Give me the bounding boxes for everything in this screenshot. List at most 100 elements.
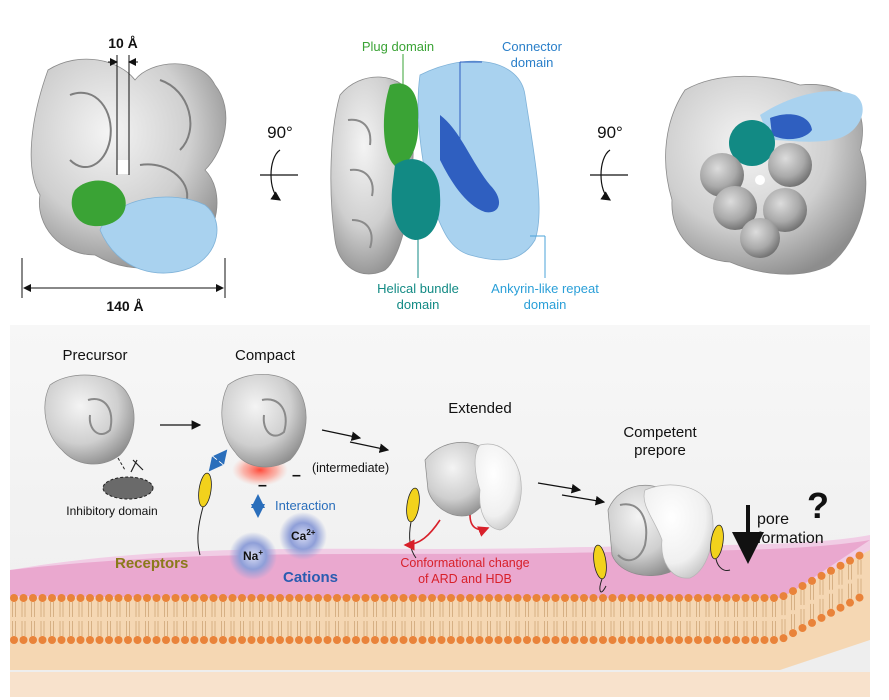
lipid-head	[29, 594, 37, 602]
lipid-head	[114, 594, 123, 602]
lipid-head	[276, 636, 284, 644]
lipid-head	[114, 636, 123, 644]
lipid-tail	[59, 602, 64, 636]
lipid-tail	[354, 602, 358, 636]
lipid-head	[741, 636, 750, 644]
lipid-tail	[335, 602, 339, 636]
lipid-head	[171, 636, 180, 644]
lipid-head	[447, 636, 455, 644]
lipid-head	[266, 636, 275, 644]
rotation-right-label: 90°	[597, 123, 623, 142]
lipid-tail	[430, 602, 434, 636]
lipid-head	[608, 594, 617, 602]
lipid-head	[380, 636, 389, 644]
lipid-tail	[544, 602, 548, 636]
question-mark: ?	[807, 485, 829, 526]
lipid-head	[143, 636, 151, 644]
lipid-head	[124, 636, 132, 644]
lipid-head	[10, 636, 18, 644]
lipid-head	[105, 636, 113, 644]
competent-label-1: Competent	[623, 424, 697, 441]
lipid-tail	[848, 564, 852, 599]
lipid-head	[656, 636, 664, 644]
lipid-tail	[525, 602, 529, 636]
connector-domain-label-2: domain	[511, 55, 554, 70]
lipid-head	[390, 594, 398, 602]
structure-side-view: Plug domain Connector domain Helical bun…	[330, 39, 599, 312]
structure-bottom-view	[665, 75, 867, 275]
lipid-head	[352, 636, 360, 644]
lipid-head	[485, 636, 493, 644]
lipid-tail	[363, 602, 368, 636]
lipid-tail	[259, 602, 263, 636]
lipid-head	[466, 636, 474, 644]
dim-gap-label: 10 Å	[108, 35, 138, 51]
extended-label: Extended	[448, 400, 511, 417]
lipid-head	[19, 636, 28, 644]
lipid-head	[57, 594, 66, 602]
lipid-head	[751, 594, 759, 602]
lipid-head	[295, 636, 303, 644]
lipid-tail	[458, 602, 463, 636]
lipid-head	[133, 594, 142, 602]
lipid-tail	[392, 602, 396, 636]
lipid-head	[646, 636, 655, 644]
lipid-head	[38, 636, 47, 644]
lipid-tail	[278, 602, 282, 636]
lipid-head	[551, 636, 560, 644]
arrow-compact-extended: (intermediate)	[312, 429, 390, 475]
lipid-head	[703, 594, 712, 602]
lipid-head	[447, 594, 455, 602]
lipid-head	[10, 594, 18, 602]
conformational-label-1: Conformational change	[400, 556, 529, 570]
lipid-head	[152, 636, 161, 644]
lipid-head	[190, 636, 199, 644]
lipid-tail	[164, 602, 168, 636]
lipid-tail	[648, 602, 653, 636]
lipid-head	[162, 636, 170, 644]
lipid-tail	[696, 602, 700, 636]
lipid-head	[665, 594, 674, 602]
bottom-panel: Precursor Inhibitory domain Compact – – …	[10, 325, 870, 697]
lipid-head	[827, 566, 835, 575]
lipid-head	[760, 594, 769, 602]
lipid-tail	[800, 590, 805, 624]
lipid-head	[466, 594, 474, 602]
lipid-tail	[686, 602, 691, 636]
ankyrin-domain-label-2: domain	[524, 297, 567, 312]
lipid-head	[656, 594, 664, 602]
lipid-head	[675, 594, 683, 602]
rotate-arrow-icon	[270, 149, 281, 201]
lipid-tail	[639, 602, 643, 636]
lipid-head	[789, 629, 797, 638]
na-ion	[229, 532, 277, 580]
lipid-head	[418, 594, 427, 602]
lipid-head	[456, 594, 465, 602]
lipid-tail	[781, 600, 786, 635]
lipid-head	[798, 582, 807, 590]
lipid-tail	[753, 602, 757, 636]
lipid-tail	[183, 602, 187, 636]
lipid-head	[29, 636, 37, 644]
lipid-head	[855, 551, 864, 560]
lipid-head	[409, 636, 417, 644]
pore-label-1: pore	[757, 511, 789, 528]
lipid-tail	[705, 602, 710, 636]
rotation-left-label: 90°	[267, 123, 293, 142]
lipid-tail	[582, 602, 586, 636]
lipid-head	[19, 594, 28, 602]
receptor-prepore-left	[593, 544, 607, 580]
receptors-label: Receptors	[115, 555, 188, 572]
lipid-head	[846, 556, 854, 565]
lipid-tail	[107, 602, 111, 636]
lipid-head	[599, 636, 607, 644]
lipid-head	[428, 594, 436, 602]
charge-minus-1: –	[258, 477, 267, 494]
lipid-head	[665, 636, 674, 644]
lipid-head	[181, 636, 189, 644]
structure-top-view: 10 Å 140 Å	[21, 35, 227, 314]
lipid-tail	[572, 602, 577, 636]
lipid-tail	[591, 602, 596, 636]
receptor-extended	[406, 487, 420, 523]
